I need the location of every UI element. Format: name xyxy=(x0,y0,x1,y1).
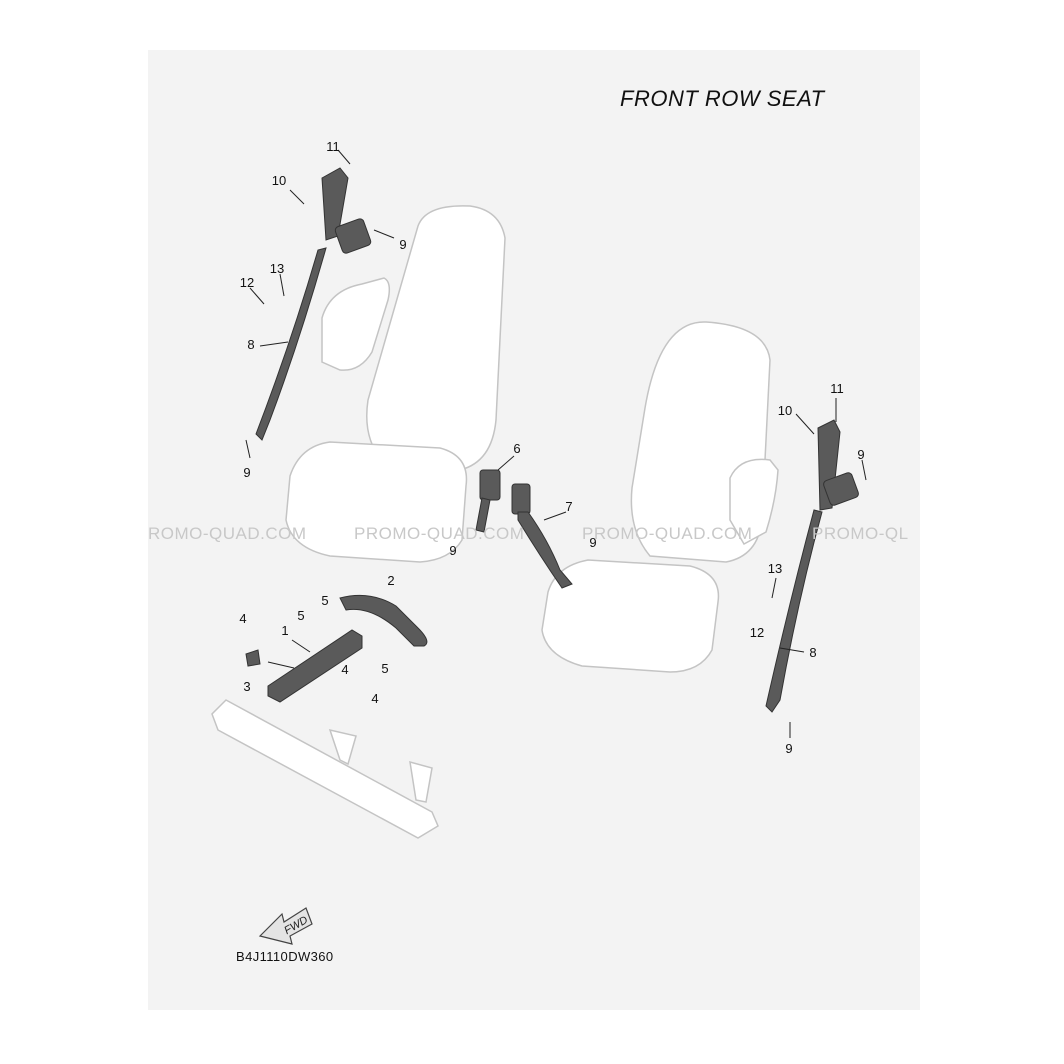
left-seat-backrest xyxy=(366,205,506,471)
callout-5-mid: 5 xyxy=(297,608,305,623)
seat-frame-leg-a xyxy=(328,728,357,766)
center-buckle-7 xyxy=(511,483,531,515)
callout-5-top: 5 xyxy=(321,593,329,608)
watermark-1: ROMO-QUAD.COM xyxy=(148,524,307,543)
callout-13-right: 13 xyxy=(767,561,783,576)
center-buckle-6 xyxy=(479,469,501,501)
buckle-6-strap xyxy=(475,497,491,533)
callout-12-right: 12 xyxy=(749,625,765,640)
left-belt-webbing xyxy=(255,247,327,441)
callout-11-right: 11 xyxy=(830,381,844,396)
fwd-arrow-icon: FWD xyxy=(258,907,313,945)
left-belt-retractor xyxy=(334,218,372,254)
right-belt-anchor-plate xyxy=(817,419,841,511)
left-belt-anchor-plate xyxy=(321,167,349,241)
watermark-3: PROMO-QUAD.COM xyxy=(582,524,753,543)
diagram-title: FRONT ROW SEAT xyxy=(620,86,825,111)
clip-3 xyxy=(245,649,261,667)
seat-frame-rail xyxy=(211,699,439,839)
seat-frame-leg-b xyxy=(409,760,433,803)
buckle-7-strap xyxy=(517,511,573,589)
callout-12-left: 12 xyxy=(239,275,255,290)
callout-4-right: 4 xyxy=(371,691,379,706)
callout-10-right: 10 xyxy=(777,403,793,418)
right-belt-webbing xyxy=(765,509,823,713)
callout-10-left: 10 xyxy=(271,173,287,188)
diagram-code: B4J1110DW360 xyxy=(236,949,334,964)
watermark-4: PROMO-QL xyxy=(812,524,909,543)
callout-7: 7 xyxy=(565,499,573,514)
callout-9-right-top: 9 xyxy=(857,447,865,462)
callout-9-left-bottom: 9 xyxy=(243,465,251,480)
callout-13-left: 13 xyxy=(269,261,285,276)
right-seat-cushion xyxy=(541,559,720,673)
callout-9-buckle-6: 9 xyxy=(449,543,457,558)
callout-6: 6 xyxy=(513,441,521,456)
left-seat-side-pad xyxy=(321,277,391,371)
watermark-2: PROMO-QUAD.COM xyxy=(354,524,525,543)
callout-11-left: 11 xyxy=(326,139,340,154)
bracket-1 xyxy=(267,629,363,703)
callout-4-center: 4 xyxy=(341,662,349,677)
callout-4-left: 4 xyxy=(239,611,247,626)
callout-9-buckle-7: 9 xyxy=(589,535,597,550)
fwd-label: FWD xyxy=(282,914,310,937)
left-seat-cushion xyxy=(285,441,468,563)
callout-5-right: 5 xyxy=(381,661,389,676)
callout-8-left: 8 xyxy=(247,337,255,352)
callout-2: 2 xyxy=(387,573,395,588)
right-seat-side-pad xyxy=(729,458,779,546)
callout-1: 1 xyxy=(281,623,289,638)
handle-2 xyxy=(339,594,428,647)
callout-9-right-bottom: 9 xyxy=(785,741,793,756)
callout-8-right: 8 xyxy=(809,645,817,660)
callout-9-left-top: 9 xyxy=(399,237,407,252)
callout-3: 3 xyxy=(243,679,251,694)
right-belt-retractor xyxy=(823,472,859,506)
